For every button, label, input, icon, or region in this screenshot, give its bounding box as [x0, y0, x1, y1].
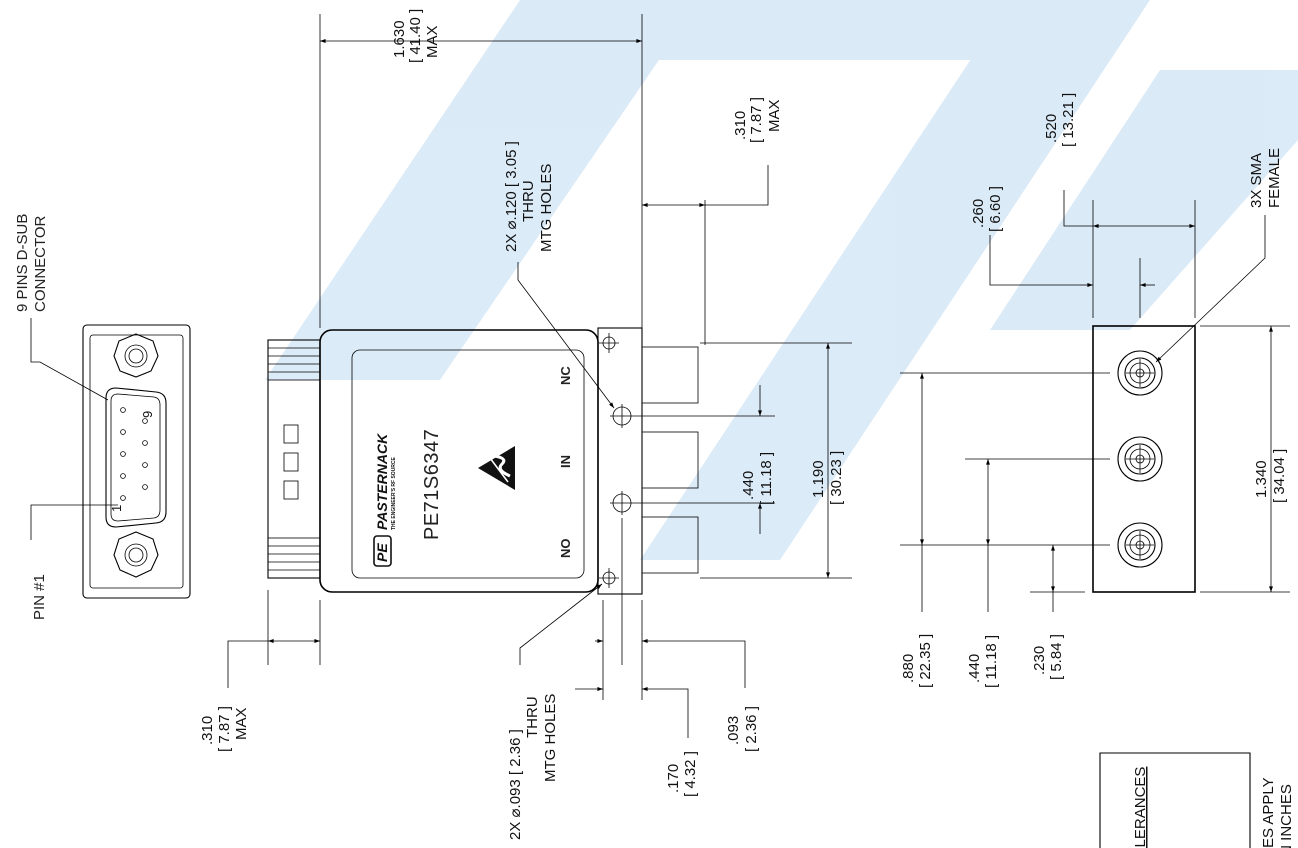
dim-hole-spacing-in: .440	[740, 471, 757, 500]
watermark-logo	[265, 0, 1298, 560]
jackscrew-bottom	[113, 531, 159, 578]
dim-pitch-c-in: .230	[1031, 646, 1048, 675]
sma-port-in	[1117, 436, 1163, 482]
sma-label-count: 3X SMA	[1248, 153, 1265, 208]
jackscrew-top	[113, 333, 159, 378]
tolerances-title: TOLERANCES	[1132, 767, 1149, 848]
dsub-plate	[82, 324, 191, 599]
dim-side-a-mm: [ 6.60 ]	[987, 186, 1004, 232]
mounting-flange	[597, 327, 643, 595]
dim-body-height-mm: [ 30.23 ]	[828, 451, 845, 505]
dim-pitch-c-mm: [ 5.84 ]	[1048, 634, 1065, 680]
mtg-hole-small-bottom	[599, 568, 619, 588]
side-view-dimensions: .260 [ 6.60 ] .520 [ 13.21 ] 3X SMA FEMA…	[900, 93, 1290, 688]
dim-edge-a-in: .170	[665, 764, 682, 793]
sma-thread-in	[641, 431, 699, 489]
tolerances-box: TOLERANCES ES APPLY IN INCHES	[1099, 752, 1295, 848]
mtg-small-thru: THRU	[524, 696, 541, 738]
connector-label-line2: CONNECTOR	[32, 215, 49, 312]
dsub-shell-inner	[110, 393, 161, 522]
port-label-nc: NC	[558, 366, 573, 385]
dsub-pins	[120, 407, 148, 501]
port-label-in: IN	[558, 455, 573, 468]
mtg-small-size: 2X ⌀.093 [ 2.36 ]	[507, 729, 524, 840]
dim-pitch-b-mm: [ 11.18 ]	[983, 635, 1000, 688]
mtg-hole-large-top	[610, 404, 634, 428]
dim-side-b-in: .520	[1043, 114, 1060, 143]
tolerances-text-2: IN INCHES	[1278, 784, 1295, 848]
sma-port-nc	[1117, 350, 1163, 396]
watermark-shape-top	[500, 0, 1020, 60]
dim-width-in: 1.630	[391, 20, 408, 58]
port-label-no: NO	[558, 539, 573, 559]
svg-text:PE: PE	[374, 543, 390, 562]
mtg-hole-small-top	[599, 333, 619, 353]
dim-edge-b-in: .093	[725, 716, 742, 745]
connector-label-line1: 9 PINS D-SUB	[14, 214, 31, 312]
svg-text:PASTERNACK: PASTERNACK	[374, 433, 390, 530]
dsub-slot-3	[283, 480, 299, 500]
esd-warning-icon	[478, 446, 515, 490]
dim-dsub-depth-max: MAX	[233, 707, 250, 740]
dim-edge-b-mm: [ 2.36 ]	[743, 706, 760, 752]
dim-width-max: MAX	[424, 25, 441, 58]
dsub-shell	[105, 387, 167, 528]
mtg-small-label: MTG HOLES	[542, 694, 559, 782]
dim-edge-a-mm: [ 4.32 ]	[682, 751, 699, 797]
dsub-jackscrew-bottom	[267, 537, 321, 579]
watermark-shape-mid	[640, 0, 1150, 560]
dim-side-a-in: .260	[970, 199, 987, 228]
dsub-knurl	[268, 347, 320, 571]
connector-leader	[30, 318, 109, 401]
mtg-large-size: 2X ⌀.120 [ 3.05 ]	[503, 141, 520, 252]
pasternack-logo: PE PASTERNACK THE ENGINEER'S RF SOURCE	[373, 433, 397, 567]
top-view-dimensions: 1.630 [ 41.40 ] MAX .310 [ 7.87 ] MAX 2X…	[199, 9, 852, 840]
dim-body-height-in: 1.190	[810, 460, 827, 498]
pin1-label: PIN #1	[31, 574, 48, 620]
dsub-plate-inner	[89, 334, 184, 589]
sma-port-no	[1117, 522, 1163, 568]
mtg-large-thru: THRU	[520, 180, 537, 222]
dim-side-b-mm: [ 13.21 ]	[1060, 93, 1077, 147]
dim-pitch-a-in: .880	[900, 654, 917, 683]
dim-sma-len-mm: [ 7.87 ]	[748, 97, 765, 143]
watermark-shape-right	[990, 70, 1298, 330]
dim-sma-len-max: MAX	[766, 99, 783, 132]
part-number: PE71S6347	[421, 429, 443, 540]
dim-side-height-in: 1.340	[1253, 460, 1270, 498]
dim-hole-spacing-mm: [ 11.18 ]	[758, 452, 775, 505]
dim-dsub-depth-in: .310	[199, 716, 216, 745]
watermark-shape-left	[265, 0, 700, 380]
dim-width-mm: [ 41.40 ]	[407, 9, 424, 63]
pin-number-1: 1	[109, 505, 124, 512]
dim-side-height-mm: [ 34.04 ]	[1271, 449, 1288, 503]
dsub-slot-1	[283, 424, 299, 444]
sma-thread-nc	[641, 346, 699, 404]
tolerances-text: ES APPLY	[1260, 777, 1277, 848]
sma-thread-no	[641, 516, 699, 574]
pin1-leader	[30, 504, 118, 540]
dsub-slot-2	[283, 452, 299, 472]
sma-label-type: FEMALE	[1266, 148, 1283, 208]
mtg-hole-large-bottom	[610, 491, 634, 515]
svg-text:THE ENGINEER'S RF SOURCE: THE ENGINEER'S RF SOURCE	[391, 456, 397, 530]
dim-sma-len-in: .310	[732, 111, 749, 140]
mtg-large-label: MTG HOLES	[538, 164, 555, 252]
label-plate	[351, 349, 585, 579]
switch-top-view: PE PASTERNACK THE ENGINEER'S RF SOURCE P…	[267, 327, 699, 595]
dim-pitch-b-in: .440	[966, 654, 983, 683]
dim-dsub-depth-mm: [ 7.87 ]	[216, 706, 233, 752]
dsub-end-view: 9 1 9 PINS D-SUB CONNECTOR PIN #1	[14, 214, 191, 620]
dim-pitch-a-mm: [ 22.35 ]	[917, 634, 934, 688]
pin-number-9: 9	[140, 411, 155, 418]
